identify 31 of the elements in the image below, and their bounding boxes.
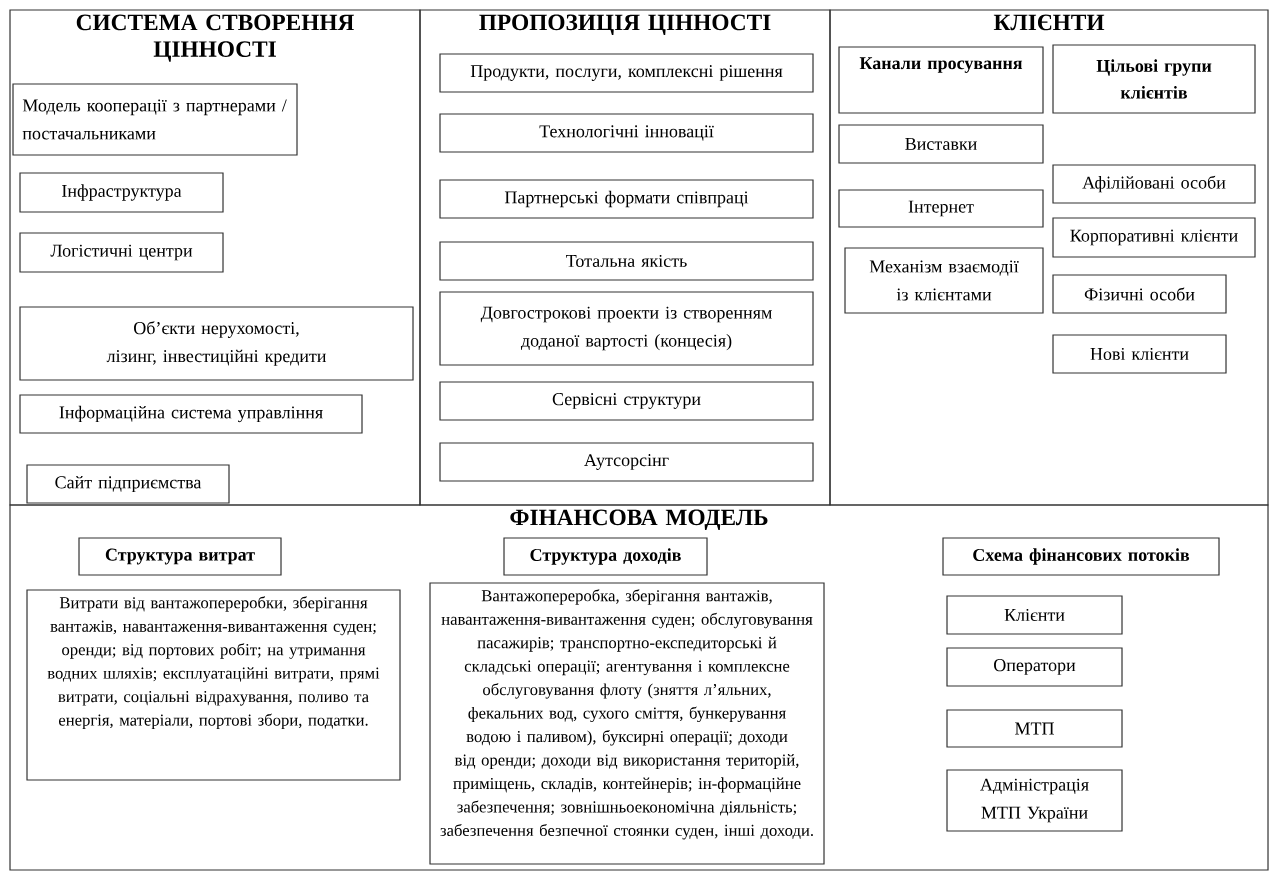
heading-box: Цільові групи клієнтів [1052,44,1256,114]
text-box: Адміністрація МТП України [946,769,1123,832]
text-box: Модель кооперації з партнерами / постачальниками [12,83,298,156]
text-box: Фізичні особи [1052,274,1227,314]
text-box: Об’єкти нерухомості, лізинг, інвестиційні кредити [19,306,414,381]
text-box: Корпоративні клієнти [1052,217,1256,258]
text-box: Сайт підприємства [26,464,230,504]
text-box: Інформаційна система управління [19,394,363,434]
text-box: Оператори [946,647,1123,687]
text-box: Продукти, послуги, комплексні рішення [439,53,814,93]
text-box: МТП [946,709,1123,748]
text-box: Партнерські формати співпраці [439,179,814,219]
heading-box: Структура доходів [503,537,708,576]
text-box: Нові клієнти [1052,334,1227,374]
text-box: Логістичні центри [19,232,224,273]
text-box: Тотальна якість [439,241,814,281]
text-box: Витрати від вантажопереробки, зберігання вантажів, навантаження-вивантаження суден; оренди; від портових робіт; на утримання водних шляхів; експлуатаційні витрати, прямі витрати, соціальні відрахування, поливо та енергія, матеріали, портові збори, податки. [26,589,401,781]
text-box: Технологічні інновації [439,113,814,153]
text-box: Клієнти [946,595,1123,635]
text-box: Довгострокові проекти із створенням доданої вартості (концесія) [439,291,814,366]
heading-box: Схема фінансових потоків [942,537,1220,576]
text-box: Афілійовані особи [1052,164,1256,204]
text-box: Механізм взаємодії із клієнтами [844,247,1044,314]
text-box: Сервісні структури [439,381,814,421]
text-box: Інтернет [838,189,1044,228]
text-box: Інфраструктура [19,172,224,213]
text-box: Аутсорсінг [439,442,814,482]
heading-box: Канали просування [838,46,1044,114]
text-box: Вантажопереробка, зберігання вантажів, навантаження-вивантаження суден; обслуговування пасажирів; транспортно-експедиторські й складські операції; агентування і комплексне обслуговування флоту (зняття л’яльних, фекальних вод, сухого сміття, бункерування водою і паливом), буксирні операції; доходи від оренди; доходи від використання територій, приміщень, складів, контейнерів; ін-формаційне забезпечення; зовнішньоекономічна діяльність; забезпечення безпечної стоянки суден, інші доходи. [429,582,825,865]
heading-box: Структура витрат [78,537,282,576]
text-box: Виставки [838,124,1044,164]
